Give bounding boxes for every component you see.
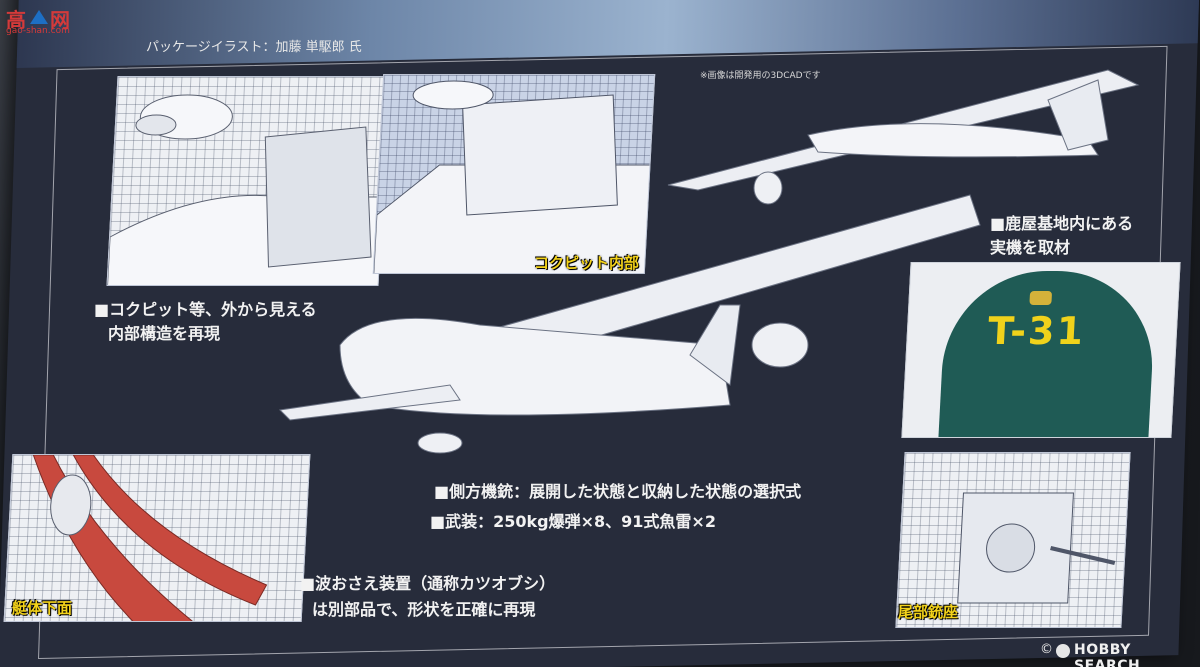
tail-turret-label: 尾部銃座 (898, 603, 959, 621)
tail-photo-panel: T-31 (901, 262, 1181, 438)
interior-caption-line2: 内部構造を再現 (108, 324, 221, 343)
hinomaru-emblem (1029, 291, 1053, 305)
armament-caption: ■武装：250kg爆弾×8、91式魚雷×2 (430, 512, 716, 531)
interior-caption-line1: ■コクピット等、外から見える (94, 300, 317, 319)
real-plane-caption-line2: 実機を取材 (990, 238, 1071, 257)
hull-underside-drawing (32, 454, 268, 622)
mountain-logo-icon (30, 10, 48, 24)
copyright-mark: © (1040, 642, 1053, 657)
brand-logo-icon (1056, 644, 1070, 658)
hull-underside-panel (3, 454, 311, 622)
tail-turret-drawing (957, 492, 1116, 604)
hobby-search-watermark: © HOBBY SEARCH (1040, 640, 1200, 667)
aircraft-top-view (667, 69, 1140, 205)
cockpit-interior-label: コクピット内部 (534, 254, 640, 272)
nose-engine-drawing (106, 94, 385, 286)
cockpit-interior-drawing (373, 80, 652, 274)
cockpit-interior-panel (372, 74, 656, 274)
cockpit-exterior-panel (106, 76, 390, 286)
watermark-url: gao-shan.com (6, 26, 70, 36)
cad-note: ※画像は開発用の3DCADです (700, 71, 821, 81)
aircraft-main-view (278, 194, 981, 454)
tail-turret-panel (895, 452, 1131, 628)
tail-marking: T-31 (986, 309, 1087, 353)
wave-device-caption-line2: は別部品で、形状を正確に再現 (312, 600, 536, 619)
watermark-char: 高 (6, 8, 26, 32)
side-gun-caption: ■側方機銃：展開した状態と収納した状態の選択式 (434, 482, 802, 501)
wave-device-caption-line1: ■波おさえ装置（通称カツオブシ） (300, 574, 556, 593)
real-plane-caption-line1: ■鹿屋基地内にある (990, 214, 1134, 233)
brand-name: HOBBY SEARCH (1074, 642, 1141, 667)
hull-underside-label: 艇体下面 (12, 599, 73, 617)
illustration-credit: パッケージイラスト：加藤 単駆郎 氏 (146, 40, 362, 55)
watermark-tail: 网 (50, 8, 70, 32)
site-watermark: 高 网 gao-shan.com (4, 4, 104, 38)
